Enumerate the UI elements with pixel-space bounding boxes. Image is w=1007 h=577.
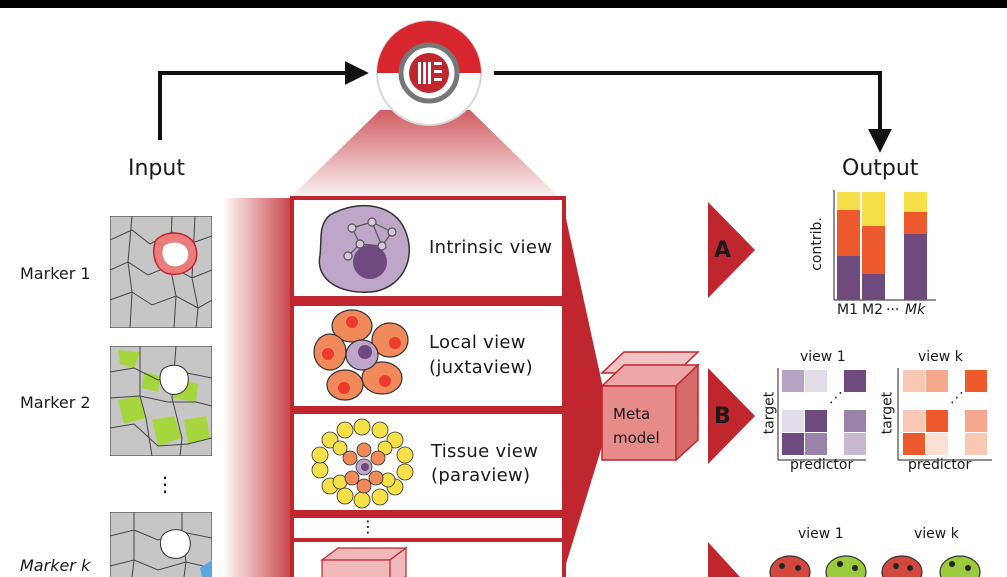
network-view-k [881,555,981,577]
intrinsic-cell-illustration [318,204,410,293]
logo-beam [290,110,560,198]
heatmap-k-target: target [879,391,896,435]
bar-m1-yellow [837,192,860,210]
meta-model-label-1: Meta [613,405,651,423]
network-k-title: view k [914,526,959,542]
marker-2-tissue [110,346,212,456]
arrow-a [708,202,755,298]
input-arrow [158,61,369,140]
heatmap-k-dots: ⋰ [950,390,964,406]
ellipsis-view-box [294,518,562,538]
views-side-gradient [222,198,294,577]
marker-k-label: Marker k [20,556,91,575]
paraview-label: (paraview) [431,465,531,486]
meta-model-cube [600,351,700,462]
next-view-cube [320,546,408,577]
bar-label-m1: M1 [837,302,858,318]
bar-label-mk: Mk [905,302,926,318]
top-black-bar [0,0,1007,8]
heatmap-view-k [897,368,992,461]
meta-model-label-2: model [613,429,660,447]
marker-1-label: Marker 1 [20,264,91,283]
bar-label-m2: M2 [862,302,883,318]
network-view-1 [769,555,867,577]
heatmap-1-predictor: predictor [790,457,854,473]
panel-a-letter: A [714,238,732,263]
bar-label-dots: ··· [886,302,900,318]
arrow-b [708,368,755,464]
intrinsic-view-label: Intrinsic view [429,237,553,258]
marker-2-label: Marker 2 [20,393,91,412]
output-label: Output [842,156,919,181]
bar-mk-orange [904,212,927,234]
tissue-cells-illustration [311,418,414,509]
arrow-c [708,542,740,577]
heatmap-1-title: view 1 [800,349,846,365]
panel-b-letter: B [714,404,731,429]
juxtaview-label: (juxtaview) [429,357,533,378]
marker-k-tissue [110,512,212,577]
heatmap-k-title: view k [918,349,963,365]
bar-mk-purple [904,234,927,300]
local-cells-illustration [313,309,409,401]
input-label: Input [128,156,185,181]
output-arrow [494,71,892,153]
bar-m1-orange [837,210,860,256]
marker-1-tissue [110,216,212,328]
heatmap-view-1 [777,368,866,461]
marker-ellipsis: ⋮ [155,472,175,496]
bar-m2-yellow [862,192,885,226]
network-1-title: view 1 [798,526,844,542]
bar-m2-orange [862,226,885,274]
heatmap-1-target: target [761,391,778,435]
bar-mk-yellow [904,192,927,212]
bar-m1-purple [837,256,860,300]
tissue-view-label: Tissue view [431,441,539,462]
contribution-bars [833,190,936,301]
local-view-label: Local view [429,332,526,353]
bar-m2-purple [862,274,885,300]
views-funnel [562,200,610,577]
heatmap-1-dots: ⋰ [829,390,843,406]
contrib-axis-label: contrib. [808,217,825,271]
misty-logo [376,20,482,126]
heatmap-k-predictor: predictor [908,457,972,473]
views-ellipsis: ⋮ [360,517,377,536]
